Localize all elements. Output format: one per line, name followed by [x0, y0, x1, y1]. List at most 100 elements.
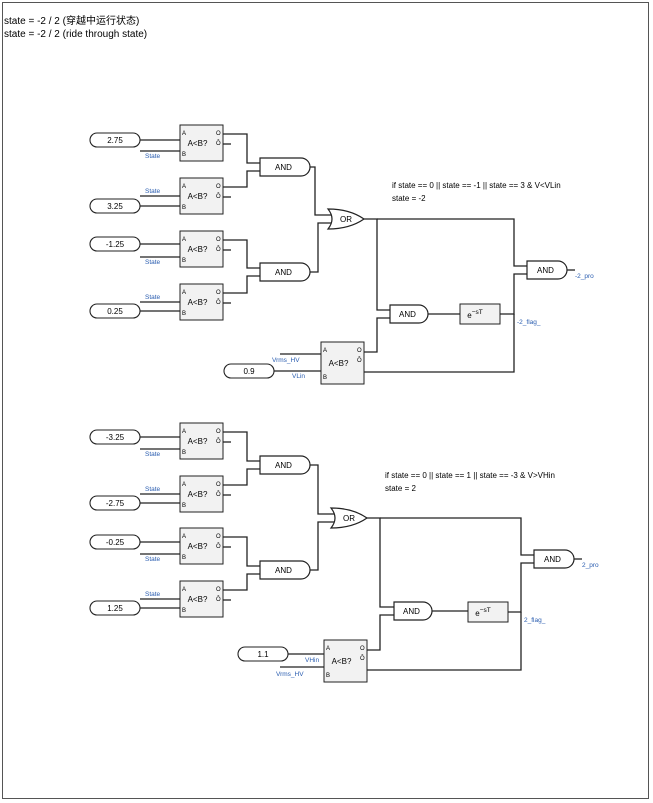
bottom-constant-5-value: 1.1: [257, 650, 269, 659]
top-comparator-4-port-a: A: [182, 290, 186, 296]
bottom-comparator-3-port-obar: Ō: [216, 543, 221, 550]
top-note-condition: if state == 0 || state == -1 || state ==…: [392, 181, 561, 190]
top-wire-vcomp-obar: [364, 314, 515, 373]
bottom-wire-and1-or: [310, 464, 334, 515]
top-state-label-1: State: [145, 153, 161, 160]
top-comparator-1-port-a: A: [182, 131, 186, 137]
bottom-note-state: state = 2: [385, 484, 416, 493]
top-and-gate-2: [259, 262, 311, 282]
bottom-comparator-2-port-o: O: [216, 482, 221, 488]
top-wire-delay-and4: [500, 273, 527, 315]
top-comparator-2-port-obar: Ō: [216, 193, 221, 200]
top-and-gate-1: [259, 157, 311, 177]
bottom-or-gate: [329, 507, 369, 529]
bottom-comparator-3-port-o: O: [216, 534, 221, 540]
top-wire-cmp4-and2: [223, 275, 260, 294]
top-comparator-1: [179, 124, 224, 162]
bottom-comparator-3-label: A<B?: [188, 542, 208, 551]
bottom-vhin-label: VHin: [305, 657, 319, 664]
bottom-comparator-voltage-port-b: B: [326, 673, 330, 679]
bottom-note-condition: if state == 0 || state == 1 || state == …: [385, 471, 555, 480]
top-and-gate-4-label: AND: [537, 266, 554, 275]
top-wire-and1-or: [310, 166, 331, 216]
top-and-gate-3: [389, 304, 429, 324]
top-vrms-label: Vrms_HV: [272, 357, 300, 364]
bottom-and-gate-3-label: AND: [403, 607, 420, 616]
bottom-comparator-2-label: A<B?: [188, 490, 208, 499]
top-comparator-1-port-obar: Ō: [216, 140, 221, 147]
top-comparator-2: [179, 177, 224, 215]
top-wire-or-and3: [364, 218, 390, 311]
bottom-wire-cmp1-and1: [223, 431, 260, 462]
top-state-label-3: State: [145, 259, 161, 266]
top-comparator-1-port-o: O: [216, 131, 221, 137]
bottom-pro-label: 2_pro: [582, 562, 599, 569]
top-comparator-2-port-o: O: [216, 184, 221, 190]
bottom-wire-cmp3-and2: [223, 536, 260, 567]
bottom-state-label-1: State: [145, 451, 161, 458]
bottom-comparator-2-port-obar: Ō: [216, 491, 221, 498]
top-comparator-2-port-a: A: [182, 184, 186, 190]
top-comparator-2-port-b: B: [182, 205, 186, 211]
bottom-state-label-3: State: [145, 556, 161, 563]
top-wire-cmp3-and2: [223, 239, 260, 269]
top-constant-4-value: 0.25: [107, 307, 123, 316]
top-constant-3-value: -1.25: [106, 240, 125, 249]
bottom-wire-or-and4: [380, 517, 534, 556]
bottom-and-gate-4: [533, 549, 575, 569]
top-and-gate-2-label: AND: [275, 268, 292, 277]
top-delay-block-label: e−sT: [467, 309, 482, 320]
top-delay-block-exponent: −sT: [472, 309, 483, 316]
bottom-wire-cmp2-and1: [223, 468, 260, 486]
top-vlin-label: VLin: [292, 373, 305, 380]
bottom-wire-delay-and4: [508, 562, 534, 613]
bottom-comparator-1-port-obar: Ō: [216, 438, 221, 445]
bottom-delay-block-label: e−sT: [475, 607, 490, 618]
bottom-comparator-voltage-port-o: O: [360, 646, 365, 652]
top-comparator-4-port-obar: Ō: [216, 299, 221, 306]
top-comparator-3: [179, 230, 224, 268]
top-state-label-4: State: [145, 294, 161, 301]
bottom-comparator-4-label: A<B?: [188, 595, 208, 604]
top-and-gate-1-label: AND: [275, 163, 292, 172]
top-flag-label: -2_flag_: [517, 319, 541, 326]
top-comparator-3-label: A<B?: [188, 245, 208, 254]
top-comparator-voltage-port-b: B: [323, 375, 327, 381]
bottom-delay-block-exponent: −sT: [480, 607, 491, 614]
bottom-constant-1-value: -3.25: [106, 433, 125, 442]
bottom-comparator-1-port-a: A: [182, 429, 186, 435]
top-wire-cmp1-and1: [223, 133, 260, 164]
bottom-constant-2-value: -2.75: [106, 499, 125, 508]
bottom-and-gate-4-label: AND: [544, 555, 561, 564]
bottom-and-gate-1-label: AND: [275, 461, 292, 470]
bottom-wire-or-and3: [367, 517, 394, 608]
header-title-chinese: state = -2 / 2 (穿越中运行状态): [4, 16, 140, 27]
top-wire-vcomp-and3: [364, 317, 390, 353]
top-comparator-voltage-port-obar: Ō: [357, 357, 362, 364]
top-or-gate: [326, 208, 366, 230]
top-constant-1-value: 2.75: [107, 136, 123, 145]
top-comparator-voltage-label: A<B?: [329, 359, 349, 368]
bottom-comparator-3: [179, 527, 224, 565]
bottom-constant-3-value: -0.25: [106, 538, 125, 547]
top-pro-label: -2_pro: [575, 273, 594, 280]
top-comparator-3-port-a: A: [182, 237, 186, 243]
top-note-state: state = -2: [392, 194, 426, 203]
bottom-and-gate-1: [259, 455, 311, 475]
bottom-and-gate-2-label: AND: [275, 566, 292, 575]
bottom-vrms-label: Vrms_HV: [276, 671, 304, 678]
bottom-comparator-4-port-obar: Ō: [216, 596, 221, 603]
bottom-wire-vcomp-and3: [367, 614, 394, 651]
top-comparator-4-port-b: B: [182, 311, 186, 317]
bottom-state-label-2: State: [145, 486, 161, 493]
bottom-flag-label: 2_flag_: [524, 617, 546, 624]
top-comparator-1-port-b: B: [182, 152, 186, 158]
bottom-constant-4-value: 1.25: [107, 604, 123, 613]
bottom-comparator-1: [179, 422, 224, 460]
header-title-english: state = -2 / 2 (ride through state): [4, 29, 148, 40]
bottom-or-gate-label: OR: [343, 514, 355, 523]
bottom-comparator-voltage-port-obar: Ō: [360, 655, 365, 662]
top-comparator-2-label: A<B?: [188, 192, 208, 201]
